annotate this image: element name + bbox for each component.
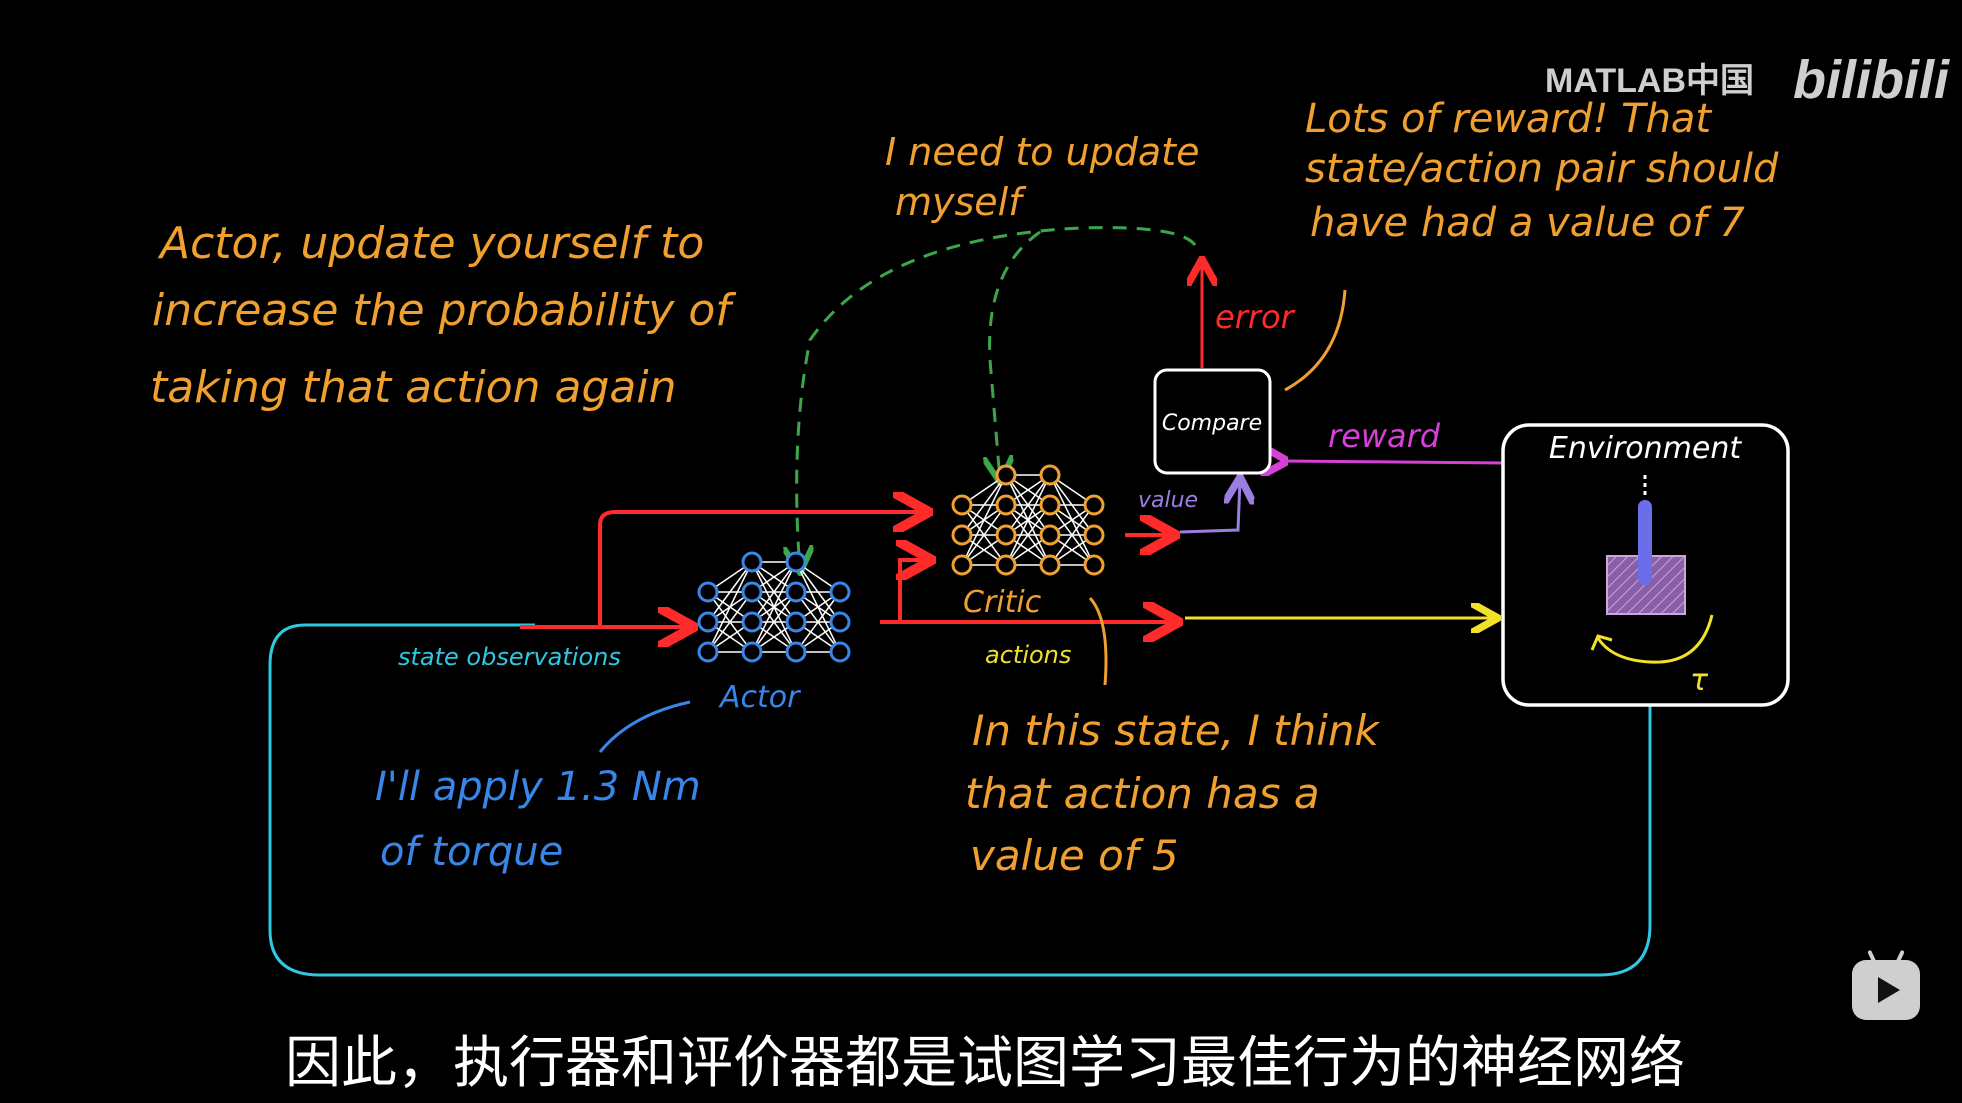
play-button-icon[interactable] <box>1852 949 1920 1020</box>
actions-label: actions <box>985 641 1071 669</box>
reward-note: Lots of reward! That state/action pair s… <box>1305 96 1779 246</box>
actor-net-node <box>697 611 719 633</box>
actor-net-node <box>829 641 851 663</box>
critic-net-node <box>995 464 1017 486</box>
actor-net-node <box>741 551 763 573</box>
actor-net-node <box>785 551 807 573</box>
critic-net-node <box>951 554 973 576</box>
action-to-critic-arrow <box>880 560 928 624</box>
critic-label: Critic <box>963 585 1042 620</box>
critic-net-node <box>1039 524 1061 546</box>
actor-label: Actor <box>718 680 801 715</box>
compare-box <box>1153 368 1272 475</box>
critic-think-line-1: In this state, I think <box>972 706 1381 755</box>
compare-label: Compare <box>1162 411 1262 436</box>
value-label: value <box>1138 488 1198 513</box>
actor-torque-line-2: of torque <box>380 829 563 875</box>
subtitle: 因此，执行器和评价器都是试图学习最佳行为的神经网络 <box>285 1031 1685 1096</box>
torque-arc-icon <box>1596 614 1714 664</box>
actor-net-node <box>785 641 807 663</box>
critic-net-node <box>1039 494 1061 516</box>
reward-arrow <box>1282 461 1506 463</box>
critic-update-line-1: I need to update <box>885 130 1199 174</box>
critic-think-pointer <box>1088 596 1108 686</box>
critic-net-node <box>995 494 1017 516</box>
actor-network-icon <box>697 551 851 663</box>
reward-note-line-1: Lots of reward! That <box>1305 96 1712 142</box>
actor-net-node <box>785 611 807 633</box>
critic-net-node <box>951 494 973 516</box>
critic-net-node <box>1083 524 1105 546</box>
critic-net-node <box>1039 464 1061 486</box>
bilibili-logo: bilibili <box>1793 50 1950 110</box>
actor-net-edge <box>751 561 797 623</box>
pendulum-pole-icon <box>1638 500 1652 585</box>
actor-net-node <box>829 581 851 603</box>
reward-note-line-2: state/action pair should <box>1305 146 1779 192</box>
critic-net-node <box>995 524 1017 546</box>
actor-net-edge <box>751 561 797 653</box>
critic-net-edge <box>1005 474 1051 536</box>
critic-net-node <box>995 554 1017 576</box>
actor-net-edge <box>707 561 753 653</box>
critic-network-icon <box>951 464 1105 576</box>
critic-net-edge <box>961 504 1007 566</box>
critic-net-edge <box>961 474 1007 566</box>
actor-update-line-3: taking that action again <box>150 362 676 413</box>
actor-net-node <box>741 581 763 603</box>
actor-net-node <box>697 641 719 663</box>
critic-net-node <box>951 524 973 546</box>
critic-update-line-2: myself <box>895 180 1027 224</box>
feedback-loop-line <box>268 623 1652 977</box>
state-observations-label: state observations <box>398 643 621 671</box>
actor-net-edge <box>751 591 797 653</box>
critic-update-note: I need to update myself <box>885 130 1199 224</box>
environment-label: Environment <box>1549 431 1742 466</box>
critic-think-line-2: that action has a <box>965 769 1320 818</box>
torque-arrowhead-icon <box>1590 634 1613 651</box>
actor-net-node <box>741 641 763 663</box>
tau-symbol: τ <box>1690 663 1709 698</box>
actor-update-arrow <box>797 226 1197 570</box>
critic-net-edge <box>1005 474 1051 566</box>
reward-note-pointer <box>1284 289 1347 392</box>
actor-net-node <box>741 611 763 633</box>
critic-update-arrow <box>990 230 1041 480</box>
reward-note-line-3: have had a value of 7 <box>1310 200 1745 246</box>
error-label: error <box>1215 298 1296 336</box>
actor-net-node <box>785 581 807 603</box>
actor-net-edge <box>707 591 753 653</box>
actor-torque-pointer <box>598 700 691 753</box>
actor-net-edge <box>707 561 753 623</box>
critic-net-edge <box>961 474 1007 536</box>
value-arrow <box>1179 480 1240 534</box>
actor-update-line-2: increase the probability of <box>152 285 737 336</box>
actor-net-edge <box>795 591 841 653</box>
critic-net-node <box>1083 494 1105 516</box>
actor-torque-note: I'll apply 1.3 Nm of torque <box>375 764 701 875</box>
matlab-watermark: MATLAB中国 <box>1545 62 1754 100</box>
actor-net-node <box>829 611 851 633</box>
critic-think-line-3: value of 5 <box>970 831 1179 880</box>
critic-net-node <box>1083 554 1105 576</box>
critic-net-edge <box>1005 504 1051 566</box>
critic-net-node <box>1039 554 1061 576</box>
actor-torque-line-1: I'll apply 1.3 Nm <box>375 764 701 810</box>
actor-net-node <box>697 581 719 603</box>
state-to-critic-arrow <box>598 512 925 627</box>
critic-think-note: In this state, I think that action has a… <box>965 706 1381 880</box>
actor-update-line-1: Actor, update yourself to <box>157 218 704 269</box>
reward-label: reward <box>1328 417 1441 455</box>
actor-update-note: Actor, update yourself to increase the p… <box>150 218 737 413</box>
critic-net-edge <box>1049 504 1095 566</box>
